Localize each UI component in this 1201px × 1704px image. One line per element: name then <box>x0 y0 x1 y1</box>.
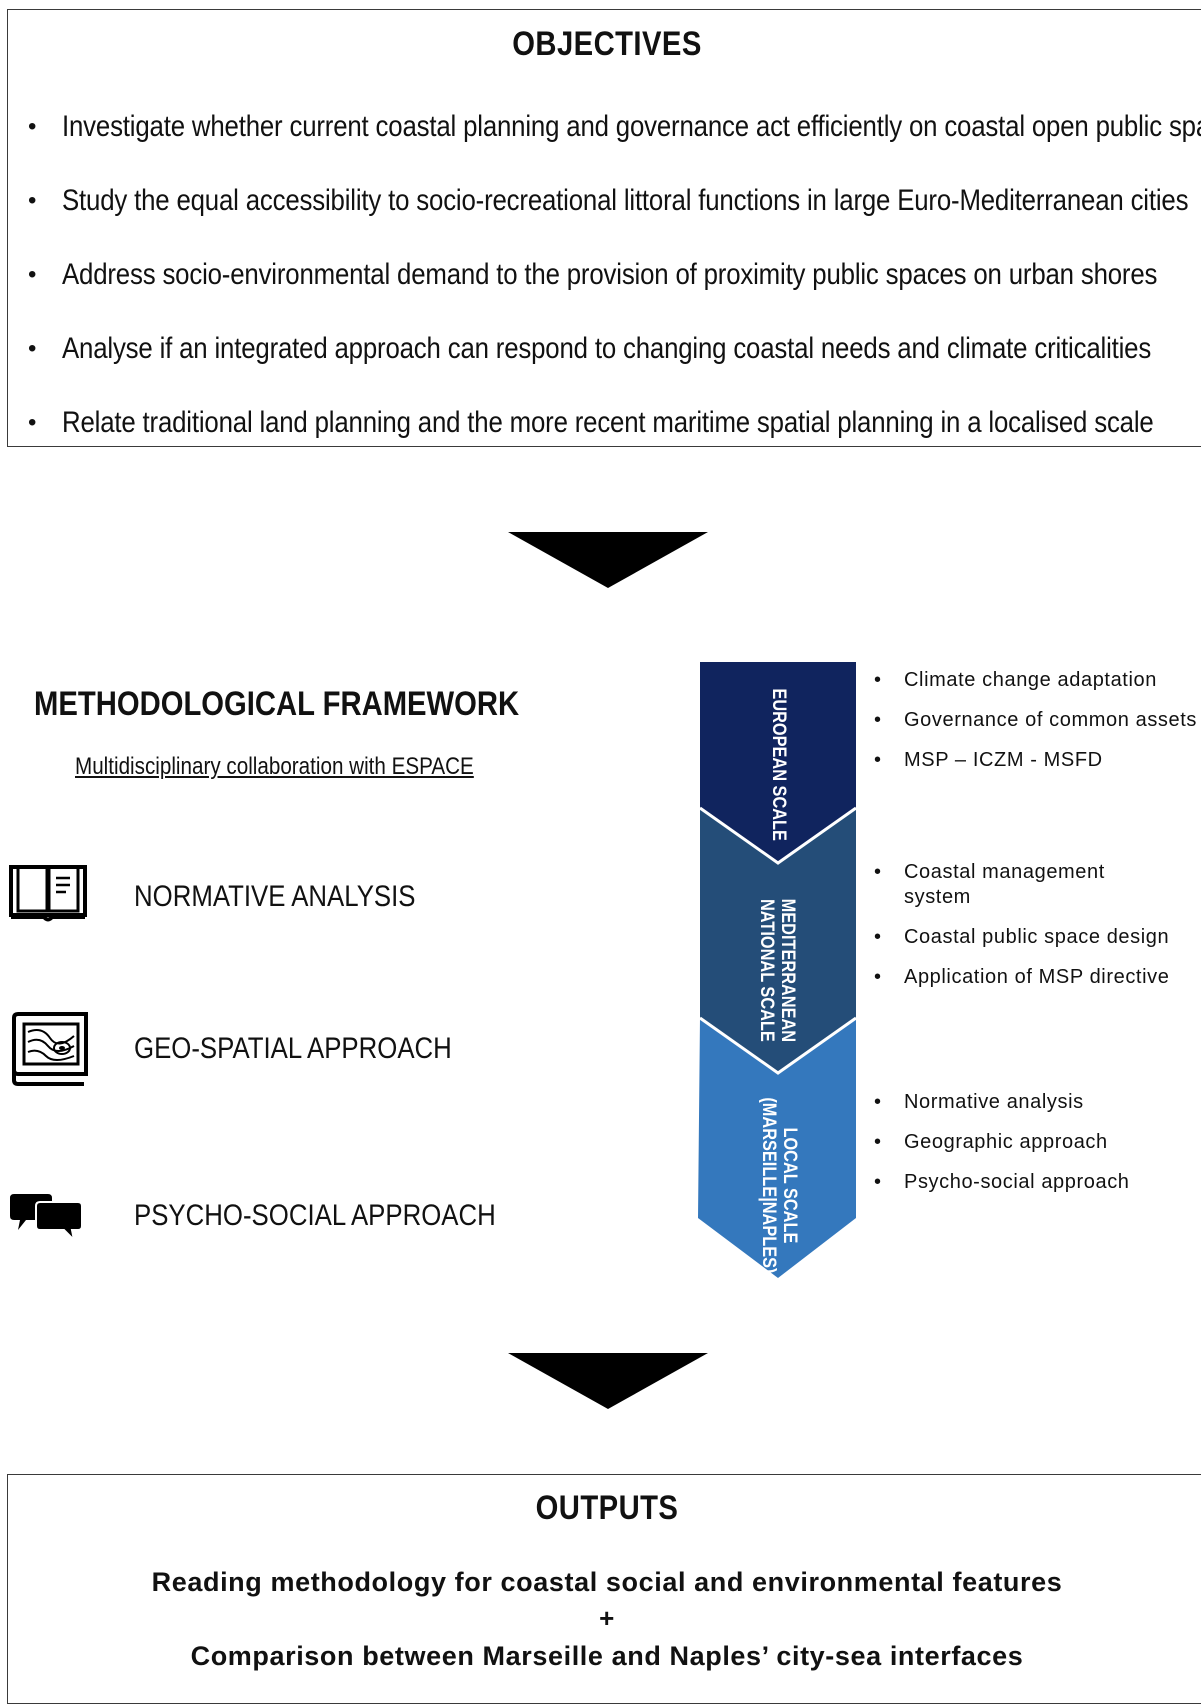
scale-label-line: LOCAL SCALE <box>779 1127 800 1244</box>
scale-label-line: MEDITERRANEAN <box>777 898 798 1043</box>
bullet-icon: • <box>28 261 37 288</box>
objective-text: Address socio-environmental demand to th… <box>62 258 1158 291</box>
detail-item: • Coastal public space design <box>874 925 1201 950</box>
scale-chevron-diagram <box>698 662 857 1278</box>
objective-text: Study the equal accessibility to socio-r… <box>62 184 1189 217</box>
local-scale-chevron <box>698 1018 856 1278</box>
european-scale-chevron <box>700 662 856 863</box>
scale-label-line: NATIONAL SCALE <box>756 898 777 1042</box>
detail-item: • Climate change adaptation <box>874 668 1201 693</box>
objectives-title: OBJECTIVES <box>512 25 702 63</box>
scale-label-line: EUROPEAN SCALE <box>768 688 789 841</box>
bullet-icon: • <box>874 966 882 988</box>
detail-text: Application of MSP directive <box>904 966 1170 988</box>
national-scale-label: MEDITERRANEAN NATIONAL SCALE <box>756 887 798 1054</box>
bullet-icon: • <box>874 926 882 948</box>
map-icon <box>12 1012 88 1086</box>
bullet-icon: • <box>28 335 37 362</box>
detail-item: • Geographic approach <box>874 1130 1201 1155</box>
detail-item: • Psycho-social approach <box>874 1170 1201 1195</box>
bullet-icon: • <box>28 113 37 140</box>
bullet-icon: • <box>874 1091 882 1113</box>
detail-item: • Normative analysis <box>874 1090 1201 1115</box>
european-scale-details: • Climate change adaptation • Governance o… <box>874 668 1201 773</box>
bullet-icon: • <box>874 1131 882 1153</box>
down-arrow-icon <box>508 1353 708 1409</box>
objective-text: Investigate whether current coastal plan… <box>62 110 1201 143</box>
framework-title: METHODOLOGICAL FRAMEWORK <box>34 685 520 723</box>
bullet-icon: • <box>874 861 882 883</box>
detail-text: Climate change adaptation <box>904 669 1157 691</box>
detail-text: Psycho-social approach <box>904 1171 1130 1193</box>
bullet-icon: • <box>28 187 37 214</box>
detail-text: Governance of common assets <box>904 709 1197 731</box>
objective-text: Analyse if an integrated approach can re… <box>62 332 1152 365</box>
national-scale-chevron <box>700 808 856 1073</box>
approach-label: PSYCHO-SOCIAL APPROACH <box>134 1199 496 1232</box>
bullet-icon: • <box>874 749 882 771</box>
detail-text: Geographic approach <box>904 1131 1108 1153</box>
bullet-icon: • <box>28 409 37 436</box>
outputs-box: OUTPUTS Reading methodology for coastal … <box>7 1474 1201 1704</box>
speech-bubbles-icon <box>10 1194 83 1242</box>
book-icon <box>9 865 87 922</box>
european-scale-label: EUROPEAN SCALE <box>768 676 789 853</box>
output-line-2: Comparison between Marseille and Naples’… <box>190 1641 1024 1671</box>
down-arrow-icon <box>508 532 708 588</box>
detail-item: • Application of MSP directive <box>874 965 1201 990</box>
approach-label: GEO-SPATIAL APPROACH <box>134 1032 452 1065</box>
detail-item: • MSP – ICZM - MSFD <box>874 748 1201 773</box>
national-scale-details: • Coastal management system • Coastal publ… <box>874 860 1201 990</box>
framework-subtitle: Multidisciplinary collaboration with ESP… <box>75 753 474 780</box>
outputs-title: OUTPUTS <box>535 1489 679 1527</box>
bullet-icon: • <box>874 1171 882 1193</box>
scale-label-line: (MARSEILLE|NAPLES) <box>758 1097 779 1274</box>
approach-label: NORMATIVE ANALYSIS <box>134 880 416 913</box>
detail-item: • Coastal management system <box>874 860 1144 910</box>
detail-text: MSP – ICZM - MSFD <box>904 749 1103 771</box>
detail-text: Coastal management system <box>904 861 1105 908</box>
bullet-icon: • <box>874 669 882 691</box>
local-scale-label: LOCAL SCALE (MARSEILLE|NAPLES) <box>758 1083 800 1288</box>
detail-text: Normative analysis <box>904 1091 1084 1113</box>
output-plus: + <box>599 1603 615 1633</box>
detail-text: Coastal public space design <box>904 926 1170 948</box>
detail-item: • Governance of common assets <box>874 708 1201 733</box>
objectives-box: OBJECTIVES • Investigate whether current … <box>7 9 1201 447</box>
local-scale-details: • Normative analysis • Geographic approach… <box>874 1090 1201 1195</box>
objective-text: Relate traditional land planning and the… <box>62 406 1154 439</box>
output-line-1: Reading methodology for coastal social a… <box>151 1567 1063 1597</box>
bullet-icon: • <box>874 709 882 731</box>
